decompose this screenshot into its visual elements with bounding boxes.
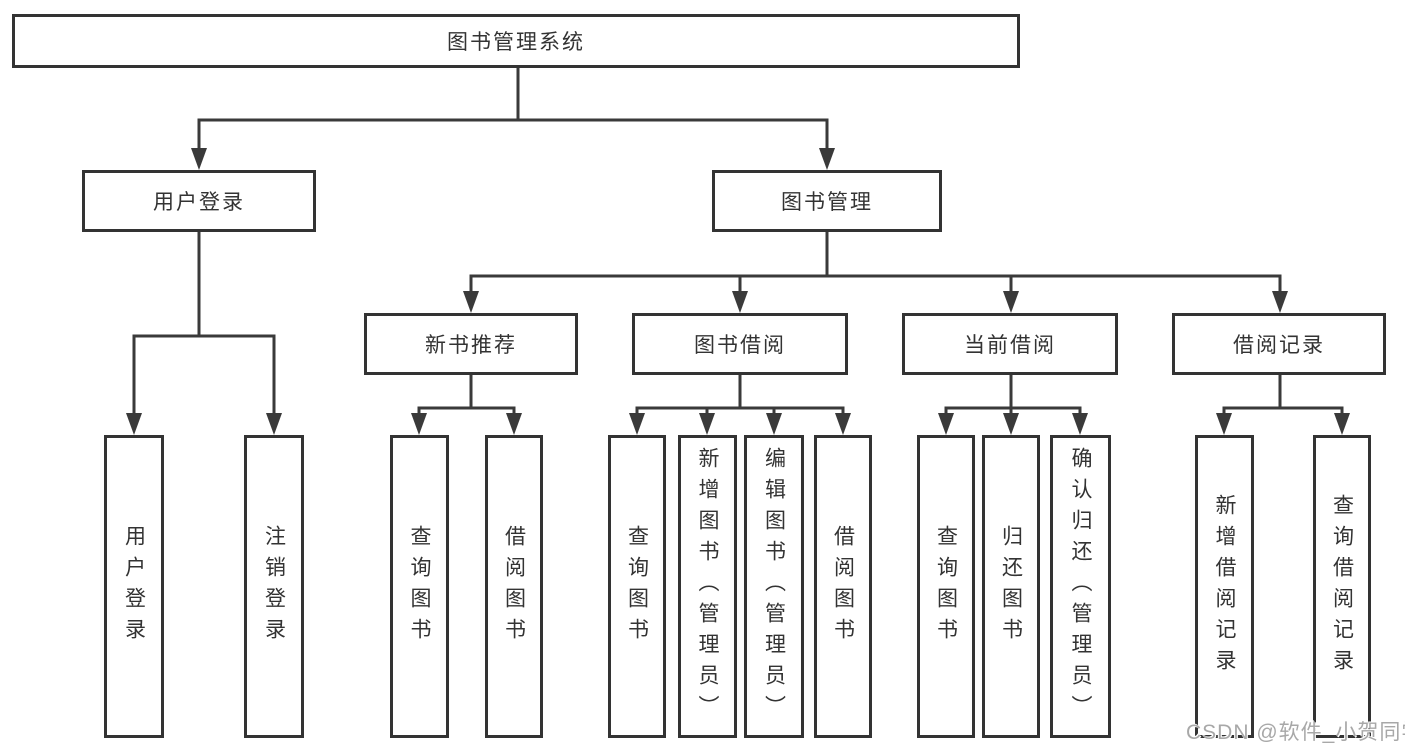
node-label: 借阅记录 bbox=[1233, 334, 1325, 357]
node-label: 图书管理 bbox=[781, 191, 873, 214]
leaf-return-books: 归还图书 bbox=[982, 435, 1040, 738]
leaf-query-books-recommend: 查询图书 bbox=[390, 435, 449, 738]
leaf-edit-books-admin: 编辑图书（管理员） bbox=[744, 435, 804, 738]
node-label: 新书推荐 bbox=[425, 334, 517, 357]
leaf-query-books-borrow: 查询图书 bbox=[608, 435, 666, 738]
node-borrow-records: 借阅记录 bbox=[1172, 313, 1386, 375]
leaf-query-books-current: 查询图书 bbox=[917, 435, 975, 738]
leaf-borrow-books: 借阅图书 bbox=[814, 435, 872, 738]
node-label: 确认归还（管理员） bbox=[1069, 447, 1092, 726]
node-label: 图书借阅 bbox=[694, 334, 786, 357]
leaf-logout: 注销登录 bbox=[244, 435, 304, 738]
leaf-borrow-books-recommend: 借阅图书 bbox=[485, 435, 543, 738]
node-label: 借阅图书 bbox=[502, 524, 526, 649]
leaf-user-login: 用户登录 bbox=[104, 435, 164, 738]
node-label: 查询图书 bbox=[408, 524, 431, 649]
leaf-confirm-return-admin: 确认归还（管理员） bbox=[1050, 435, 1111, 738]
leaf-query-borrow-record: 查询借阅记录 bbox=[1313, 435, 1371, 738]
node-label: 借阅图书 bbox=[831, 524, 855, 649]
node-current-borrow: 当前借阅 bbox=[902, 313, 1118, 375]
leaf-add-borrow-record: 新增借阅记录 bbox=[1195, 435, 1254, 738]
node-label: 新增借阅记录 bbox=[1213, 493, 1236, 680]
node-label: 注销登录 bbox=[262, 524, 286, 649]
node-label: 查询图书 bbox=[934, 524, 958, 649]
node-book-management: 图书管理 bbox=[712, 170, 942, 232]
node-label: 当前借阅 bbox=[964, 334, 1056, 357]
node-label: 新增图书（管理员） bbox=[696, 447, 719, 726]
leaf-add-books-admin: 新增图书（管理员） bbox=[678, 435, 737, 738]
node-label: 归还图书 bbox=[999, 524, 1023, 649]
node-label: 图书管理系统 bbox=[447, 31, 585, 54]
node-new-book-recommend: 新书推荐 bbox=[364, 313, 578, 375]
node-book-borrow: 图书借阅 bbox=[632, 313, 848, 375]
node-user-login: 用户登录 bbox=[82, 170, 316, 232]
watermark: CSDN @软件_小贺同学 bbox=[1186, 721, 1405, 744]
node-label: 查询借阅记录 bbox=[1330, 493, 1354, 680]
node-label: 查询图书 bbox=[625, 524, 649, 649]
node-label: 用户登录 bbox=[122, 524, 146, 649]
node-label: 编辑图书（管理员） bbox=[762, 447, 786, 726]
node-root-library-system: 图书管理系统 bbox=[12, 14, 1020, 68]
node-label: 用户登录 bbox=[153, 191, 245, 214]
